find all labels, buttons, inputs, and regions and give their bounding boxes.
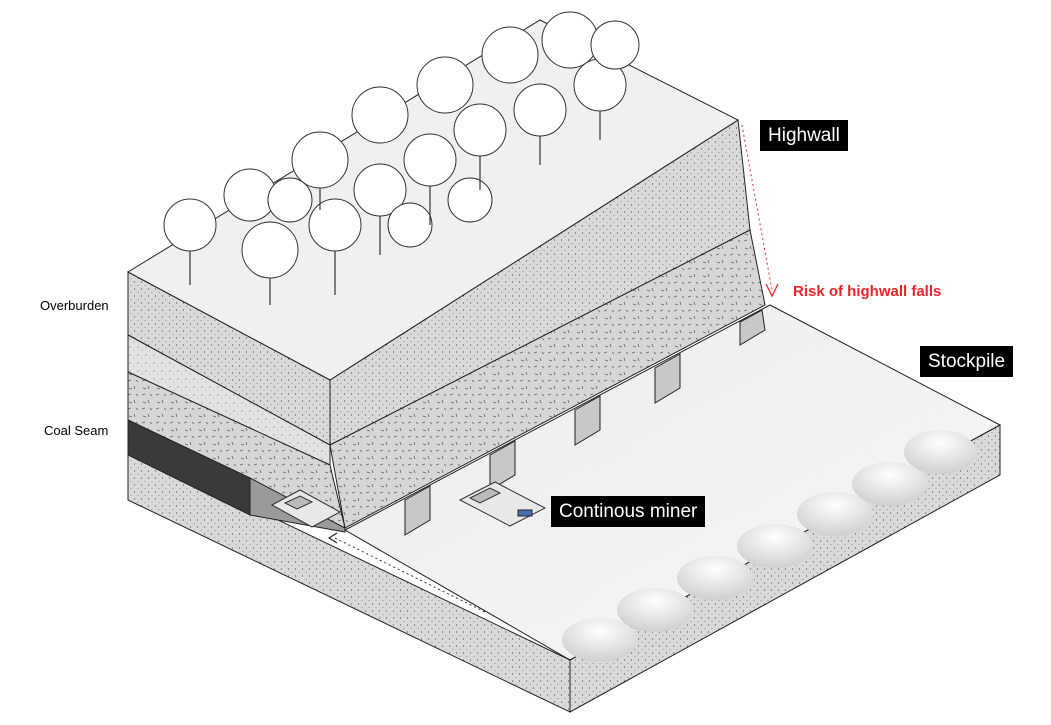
highwall-lower-face xyxy=(329,229,766,529)
continuous-miner-label: Continous miner xyxy=(551,496,706,527)
stockpile-label: Stockpile xyxy=(920,346,1014,377)
continuous-miner-in-entry xyxy=(270,489,342,528)
highwall-fall-arrowhead xyxy=(765,283,779,298)
haul-path-arrow xyxy=(327,532,338,544)
tree-trunks xyxy=(189,111,601,305)
highwall-label: Highwall xyxy=(760,120,848,151)
overburden-label: Overburden xyxy=(40,298,109,313)
stockpile-mounds xyxy=(562,430,976,662)
tree-canopy xyxy=(163,11,640,279)
highwall-entries xyxy=(404,309,766,536)
coal-seam-label: Coal Seam xyxy=(44,423,109,438)
continuous-miner-active xyxy=(458,481,547,527)
risk-label: Risk of highwall falls xyxy=(793,283,942,300)
